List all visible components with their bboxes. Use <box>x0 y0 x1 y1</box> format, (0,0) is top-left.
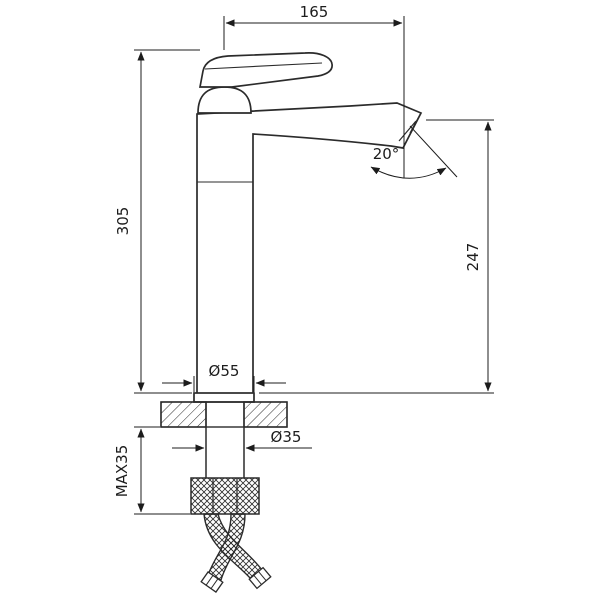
hose-nut-left <box>200 571 224 593</box>
mounting-shank <box>205 402 245 478</box>
cartridge-dome <box>197 86 252 114</box>
dim-total-height <box>134 49 200 394</box>
handle-lever <box>198 52 333 88</box>
faucet-body <box>196 102 423 396</box>
countertop-section <box>160 401 288 428</box>
dim-spout-reach <box>223 16 405 178</box>
dim-label-spout-angle: 20° <box>373 145 400 163</box>
under-counter-assembly <box>190 402 272 593</box>
hose-nut-right <box>248 566 272 590</box>
dim-spout-height <box>259 119 494 394</box>
counter-outline <box>160 401 288 428</box>
spout-aerator-face <box>398 112 422 142</box>
dim-base-diameter <box>162 376 286 392</box>
dim-label-spout-reach: 165 <box>300 3 329 21</box>
dim-label-max-thickness: MAX35 <box>113 445 131 498</box>
dim-label-hole-diameter: Ø35 <box>271 428 302 446</box>
dim-label-total-height: 305 <box>114 207 132 236</box>
faucet-outline <box>193 52 423 403</box>
mounting-nut-facets <box>212 478 238 514</box>
counter-hatch-right <box>243 401 288 428</box>
supply-hose-right <box>207 513 246 581</box>
dim-label-spout-height: 247 <box>464 243 482 272</box>
base-flange <box>193 392 255 403</box>
dim-spout-angle <box>370 125 458 179</box>
mounting-nut <box>190 477 260 515</box>
handle-detail-line <box>204 62 323 70</box>
dim-label-base-diameter: Ø55 <box>209 362 240 380</box>
dim-max-thickness <box>134 426 190 515</box>
counter-hatch-left <box>160 401 207 428</box>
